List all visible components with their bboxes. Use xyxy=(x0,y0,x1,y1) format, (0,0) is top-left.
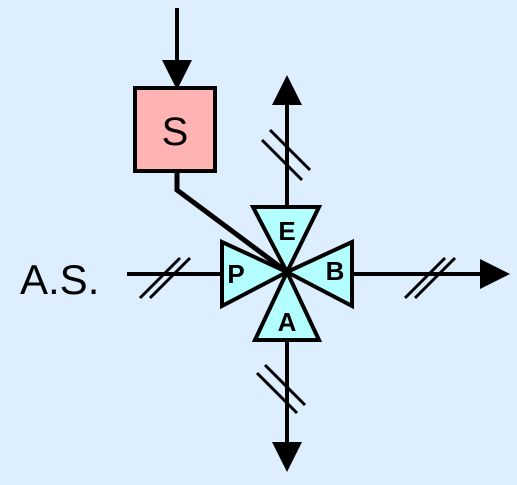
supply-box-label: S xyxy=(162,110,189,154)
input-label: A.S. xyxy=(20,256,99,303)
port-bottom-triangle xyxy=(251,267,323,342)
left-hatch-1 xyxy=(138,256,182,300)
port-left-triangle xyxy=(220,238,292,310)
port-top-triangle xyxy=(249,205,323,277)
port-right-triangle xyxy=(282,238,354,310)
port-bottom-label: A xyxy=(278,307,297,337)
supply-to-center-line xyxy=(174,171,289,275)
bottom-output-arrowhead xyxy=(272,442,302,472)
top-hatch-1 xyxy=(260,138,304,182)
port-top-label: E xyxy=(278,216,295,246)
right-hatch-2 xyxy=(413,256,457,300)
top-output-arrowhead xyxy=(272,75,302,105)
top-hatch-2 xyxy=(268,128,312,172)
right-output-arrowhead xyxy=(480,259,510,289)
bottom-hatch-2 xyxy=(263,363,307,407)
left-hatch-2 xyxy=(148,256,192,300)
port-right-label: B xyxy=(326,256,345,286)
right-hatch-1 xyxy=(403,256,447,300)
supply-input-arrowhead xyxy=(162,60,192,90)
port-left-label: P xyxy=(227,259,244,289)
bottom-hatch-1 xyxy=(255,371,299,415)
